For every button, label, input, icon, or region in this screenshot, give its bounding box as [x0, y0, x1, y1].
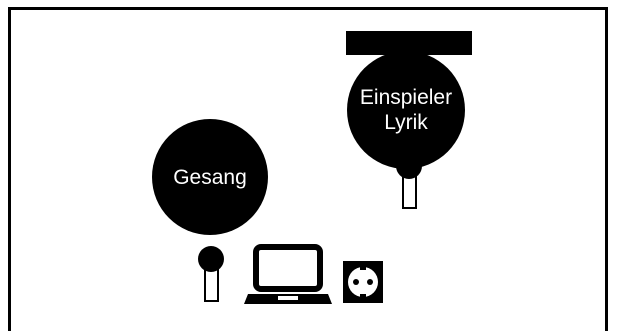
- einspieler-lyrik-position: Einspieler Lyrik: [347, 51, 465, 169]
- gesang-label: Gesang: [173, 165, 247, 189]
- power-outlet-icon: [343, 261, 383, 303]
- laptop-icon: [244, 244, 332, 304]
- gesang-position: Gesang: [152, 119, 268, 235]
- stage-frame: [8, 7, 608, 331]
- einspieler-lyrik-label: Einspieler Lyrik: [359, 86, 453, 134]
